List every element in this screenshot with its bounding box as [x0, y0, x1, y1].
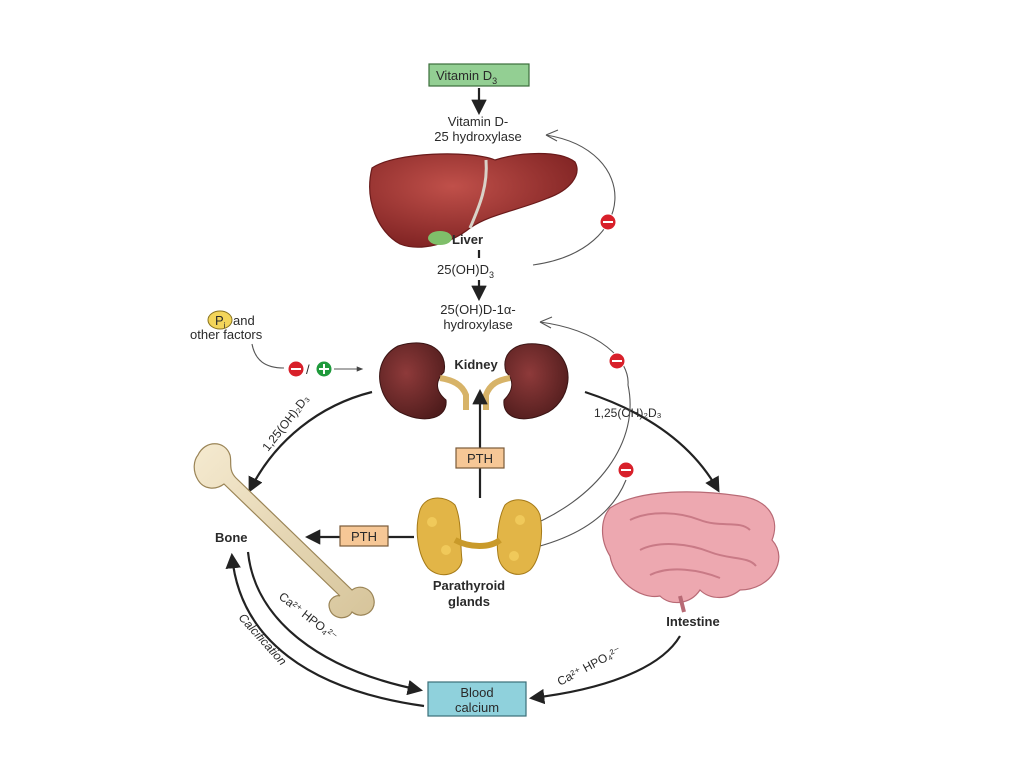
minus-circle-icon: [287, 360, 305, 378]
arrow-bone-to-blood: [246, 551, 424, 696]
blood-calcium-box: Blood calcium: [427, 681, 527, 717]
dihydroxy-right-label: 1,25(OH)₂D₃: [594, 406, 662, 420]
liver-label: Liver: [452, 232, 483, 247]
kidney-feedback-arrowhead: [539, 316, 553, 329]
minus-circle-icon: [617, 461, 635, 479]
hydroxylase25-line2: 25 hydroxylase: [434, 129, 521, 144]
arrow-intestine-to-blood: [528, 635, 681, 705]
bone-illustration: [193, 443, 375, 619]
vitamin-d3-box: Vitamin D3: [428, 63, 530, 87]
factors-connector: [251, 343, 285, 369]
parathyroid-label-line1: Parathyroid: [433, 578, 505, 593]
arrow-blood-to-bone: [225, 552, 425, 708]
parathyroid-illustration: [416, 497, 543, 576]
calcification-label: Calcification: [236, 611, 290, 669]
minus-circle-icon: [599, 213, 617, 231]
hydroxylase25-line1: Vitamin D-: [448, 114, 508, 129]
liver-illustration: [369, 152, 578, 248]
pth-center-label: PTH: [467, 451, 493, 466]
vitamin-d3-subscript: 3: [492, 76, 497, 86]
svg-text:Vitamin D3: Vitamin D3: [436, 68, 497, 86]
hydroxylase1a-line2: hydroxylase: [443, 317, 512, 332]
blood-calcium-line2: calcium: [455, 700, 499, 715]
slash-label: /: [306, 362, 310, 377]
kidney-label: Kidney: [454, 357, 498, 372]
minus-circle-icon: [608, 352, 626, 370]
vitamin-d3-label: Vitamin D: [436, 68, 492, 83]
intestine-illustration: [601, 491, 780, 613]
pth-left-box: PTH: [339, 525, 389, 547]
other-factors-label: other factors: [190, 327, 263, 342]
liver-feedback-arrowhead: [545, 129, 559, 142]
ca-hpo4-left-label: Ca²⁺ HPO₄²⁻: [276, 589, 340, 643]
liver-feedback-arc: [532, 134, 616, 266]
blood-calcium-line1: Blood: [460, 685, 493, 700]
pth-left-label: PTH: [351, 529, 377, 544]
parathyroid-feedback-arc-1: [519, 384, 631, 531]
bone-label: Bone: [215, 530, 248, 545]
hydroxylase1a-line1: 25(OH)D-1α-: [440, 302, 515, 317]
pth-center-box: PTH: [455, 447, 505, 469]
plus-circle-icon: [315, 360, 333, 378]
phosphate-badge: Pi: [207, 310, 233, 330]
right-kidney-illustration: [483, 343, 569, 420]
ohd3-label: 25(OH)D3: [437, 262, 494, 280]
pi-and-label: and: [233, 313, 255, 328]
intestine-label: Intestine: [666, 614, 719, 629]
dihydroxy-left-label: 1,25(OH)₂D₃: [259, 392, 312, 454]
left-kidney-illustration: [379, 342, 469, 420]
arrow-kidney-to-intestine: [584, 390, 720, 493]
pi-symbol: Pi: [215, 313, 226, 330]
kidney-feedback-arc: [539, 321, 629, 386]
arrow-kidney-to-bone: [248, 390, 373, 493]
parathyroid-label-line2: glands: [448, 594, 490, 609]
